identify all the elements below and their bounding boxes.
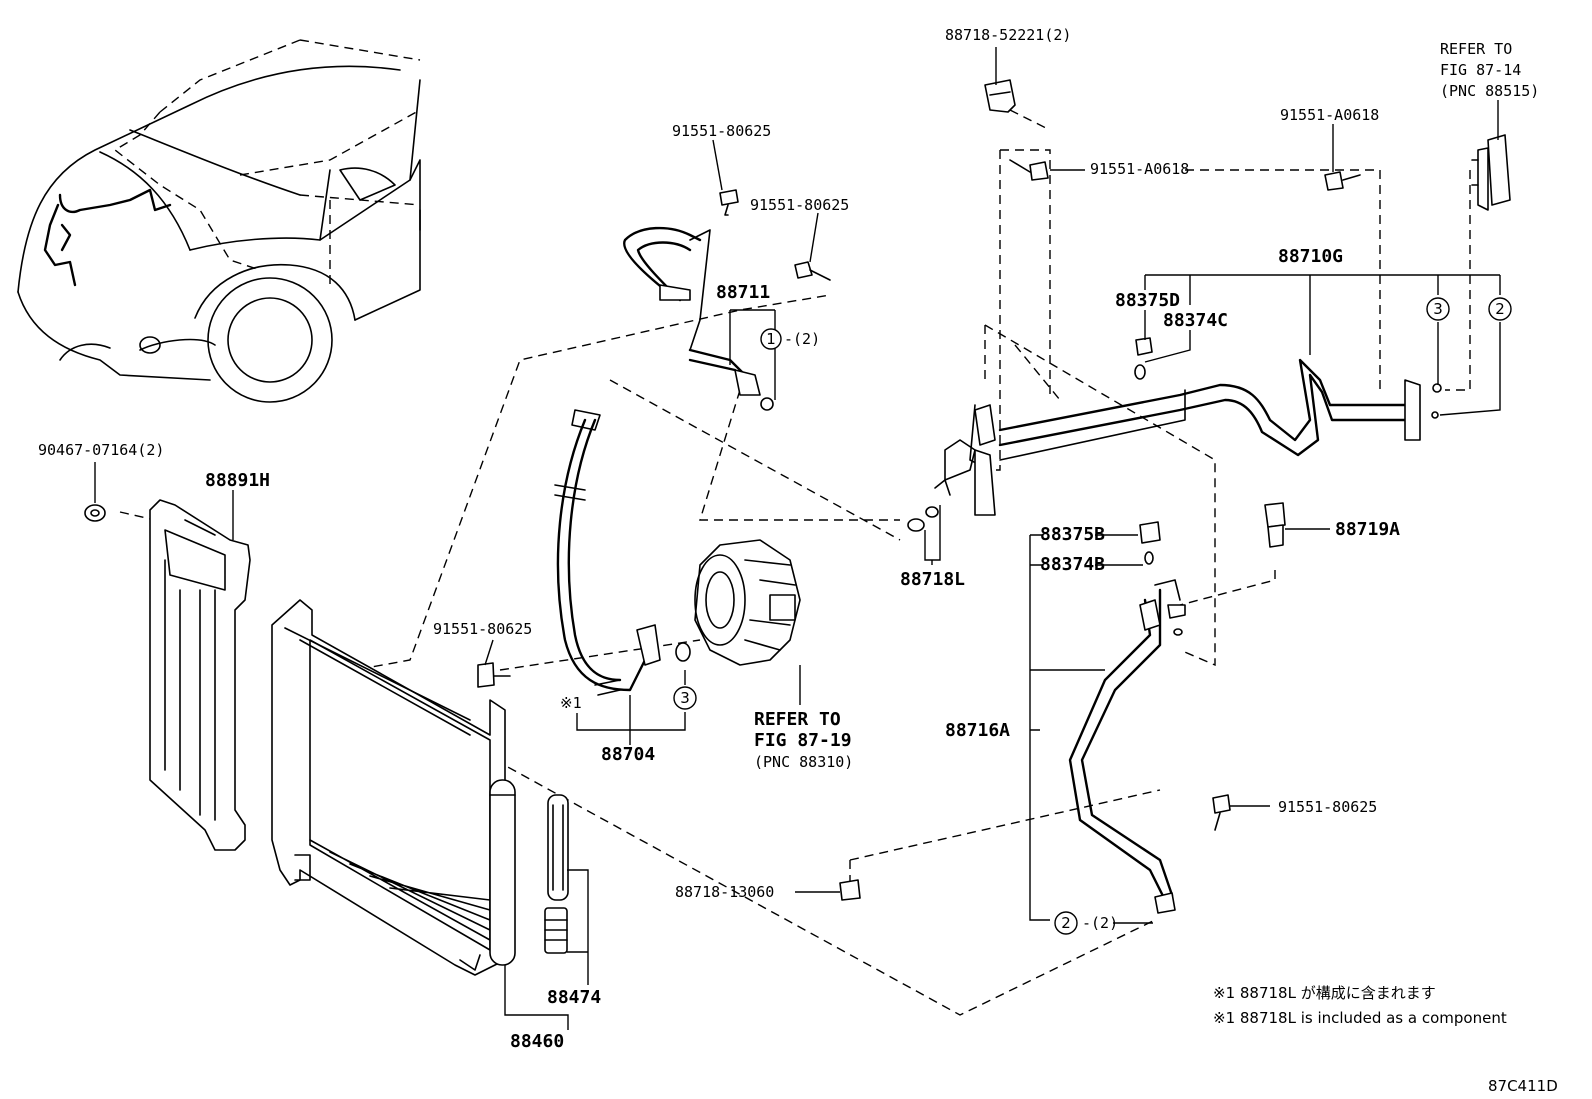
note-english: ※1 88718L is included as a component	[1213, 1009, 1507, 1027]
hose-88711	[623, 226, 774, 411]
clip-88718-13060	[839, 879, 861, 901]
dryer-element-88474	[544, 794, 569, 954]
bolt-91551-80625-d	[1212, 794, 1231, 831]
hose-88704	[554, 409, 691, 696]
label-90467-07164: 90467-07164(2)	[38, 441, 164, 459]
label-91551-80625-c: 91551-80625	[433, 620, 532, 638]
compressor	[694, 539, 801, 666]
circle-ref-3-top: 3	[1426, 297, 1450, 321]
label-88374c: 88374C	[1163, 310, 1228, 331]
label-qty-2: -(2)	[1082, 914, 1118, 932]
condenser-fins	[309, 839, 491, 941]
label-88375d: 88375D	[1115, 290, 1180, 311]
figure-code: 87C411D	[1488, 1077, 1558, 1095]
clamp-88718-52221	[984, 79, 1016, 113]
svg-text:2: 2	[1495, 300, 1505, 318]
label-88718-13060: 88718-13060	[675, 883, 774, 901]
label-88718l: 88718L	[900, 569, 965, 590]
pressure-switch-88719a	[1264, 502, 1286, 548]
tube-88710g	[944, 337, 1442, 516]
svg-text:3: 3	[680, 689, 690, 707]
vehicle-outline	[17, 39, 421, 403]
clip-90467-07164	[84, 504, 106, 522]
bolt-91551-80625-c	[477, 662, 511, 688]
bolt-91551-80625-b	[794, 261, 831, 281]
bolt-91551-a0618-top	[1324, 171, 1361, 191]
bracket-88891h	[149, 499, 251, 851]
label-refer-87-14-line2: FIG 87-14	[1440, 61, 1521, 79]
reference-circles: 1 3 2 3 2	[673, 297, 1512, 935]
label-refer-87-14-line3: (PNC 88515)	[1440, 82, 1539, 100]
label-88374b: 88374B	[1040, 554, 1105, 575]
label-88474: 88474	[547, 987, 601, 1008]
note-japanese: ※1 88718L が構成に含まれます	[1213, 984, 1436, 1002]
condenser-88460	[271, 599, 506, 976]
label-88891h: 88891H	[205, 470, 270, 491]
label-refer-87-19-line3: (PNC 88310)	[754, 753, 853, 771]
label-91551-a0618-top: 91551-A0618	[1280, 106, 1379, 124]
label-91551-80625-b: 91551-80625	[750, 196, 849, 214]
svg-text:1: 1	[766, 330, 776, 348]
label-88704: 88704	[601, 744, 655, 765]
label-91551-a0618-mid: 91551-A0618	[1090, 160, 1189, 178]
label-88718-52221: 88718-52221(2)	[945, 26, 1071, 44]
receiver-tank	[489, 779, 516, 966]
label-91551-80625-a: 91551-80625	[672, 122, 771, 140]
svg-text:3: 3	[1433, 300, 1443, 318]
label-qty-1: -(2)	[784, 330, 820, 348]
label-88710g: 88710G	[1278, 246, 1343, 267]
bolt-91551-a0618-mid	[1009, 159, 1049, 181]
labels: 88718-52221(2) REFER TO FIG 87-14 (PNC 8…	[38, 26, 1558, 1095]
part-ref-88515	[1471, 134, 1511, 211]
circle-ref-3-mid: 3	[673, 686, 697, 710]
label-refer-87-14-line1: REFER TO	[1440, 40, 1512, 58]
label-refer-87-19-line2: FIG 87-19	[754, 730, 852, 751]
label-88460: 88460	[510, 1031, 564, 1052]
tube-88716a	[1068, 521, 1186, 914]
circle-ref-2-top: 2	[1488, 297, 1512, 321]
leader-lines	[94, 47, 1501, 1030]
bolt-91551-80625-a	[719, 189, 739, 216]
label-88716a: 88716A	[945, 720, 1010, 741]
label-88375b: 88375B	[1040, 524, 1105, 545]
label-91551-80625-d: 91551-80625	[1278, 798, 1377, 816]
svg-text:2: 2	[1061, 914, 1071, 932]
seal-88718l	[907, 479, 951, 532]
circle-ref-2-bottom: 2	[1054, 911, 1078, 935]
label-star-1: ※1	[560, 694, 582, 712]
label-refer-87-19-line1: REFER TO	[754, 709, 841, 730]
label-88719a: 88719A	[1335, 519, 1400, 540]
label-88711: 88711	[716, 282, 770, 303]
circle-ref-1: 1	[760, 328, 782, 350]
